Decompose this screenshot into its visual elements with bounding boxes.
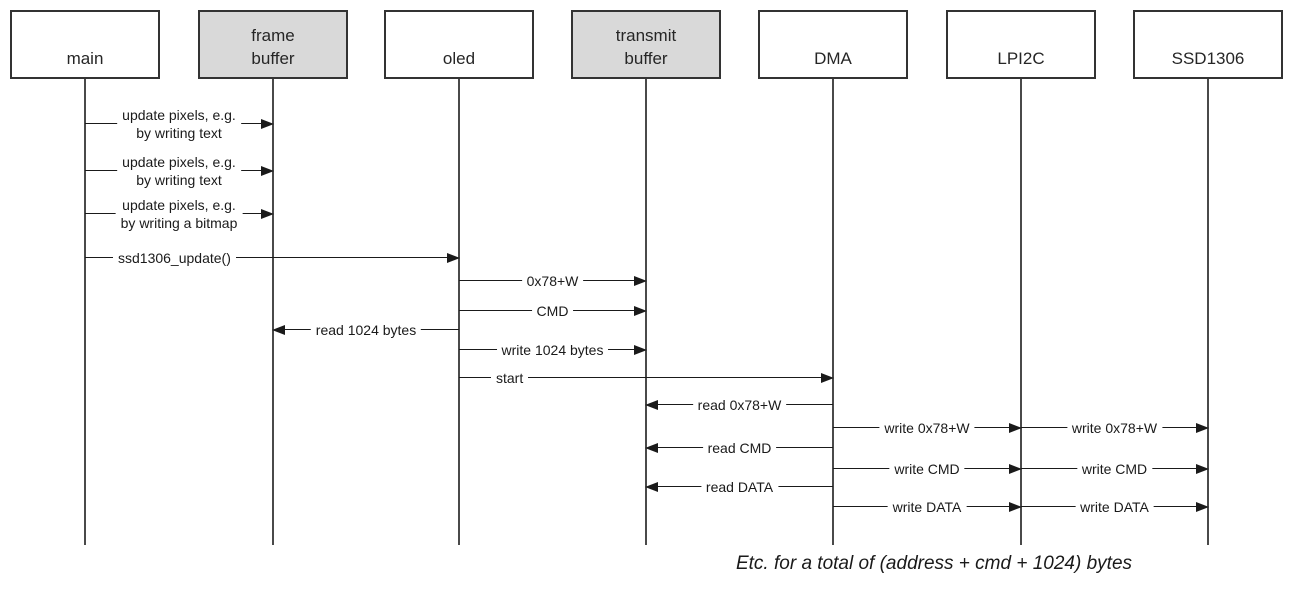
message-label: write DATA <box>1075 498 1154 516</box>
message-label: update pixels, e.g. by writing text <box>117 106 241 142</box>
participant-label: oled <box>442 49 476 68</box>
arrowhead-right-icon <box>1196 422 1209 433</box>
arrowhead-right-icon <box>1009 501 1022 512</box>
participant-box-transmit-buffer: transmit buffer <box>571 10 721 79</box>
participant-label: LPI2C <box>997 49 1045 68</box>
arrowhead-right-icon <box>447 252 460 263</box>
participant-label: buffer <box>251 49 295 68</box>
message-label-line1: ssd1306_update() <box>118 250 231 266</box>
message-label-line1: read 0x78+W <box>697 397 782 413</box>
lifeline-frame-buffer <box>272 79 274 545</box>
message-label: write 0x78+W <box>1066 419 1163 437</box>
message-label: write CMD <box>1076 460 1153 478</box>
message-label-line1: read CMD <box>707 440 772 456</box>
message-label: read CMD <box>702 439 777 457</box>
message-label-line1: write DATA <box>1080 499 1149 515</box>
participant-label: buffer <box>624 49 668 68</box>
message-label-line1: update pixels, e.g. <box>122 107 236 123</box>
lifeline-main <box>84 79 86 545</box>
message-label: write DATA <box>887 498 967 516</box>
arrowhead-right-icon <box>634 344 647 355</box>
message-label-line1: 0x78+W <box>526 273 579 289</box>
message-label-line1: read DATA <box>705 479 774 495</box>
message-label: CMD <box>531 302 574 320</box>
message-label: read 0x78+W <box>692 396 787 414</box>
arrowhead-right-icon <box>261 118 274 129</box>
message-label: write 0x78+W <box>879 419 975 437</box>
arrowhead-left-icon <box>645 481 658 492</box>
message-label: update pixels, e.g. by writing text <box>117 153 241 189</box>
arrowhead-left-icon <box>645 442 658 453</box>
arrowhead-right-icon <box>1196 501 1209 512</box>
participant-box-ssd1306: SSD1306 <box>1133 10 1283 79</box>
lifeline-lpi2c <box>1020 79 1022 545</box>
message-line <box>85 257 454 259</box>
message-label-line1: start <box>496 370 524 386</box>
message-line <box>459 377 828 379</box>
participant-box-frame-buffer: frame buffer <box>198 10 348 79</box>
message-label: write CMD <box>889 460 965 478</box>
arrowhead-right-icon <box>634 305 647 316</box>
message-label: 0x78+W <box>521 272 584 290</box>
participant-label: DMA <box>814 49 852 68</box>
arrowhead-right-icon <box>634 275 647 286</box>
arrowhead-right-icon <box>821 372 834 383</box>
participant-box-lpi2c: LPI2C <box>946 10 1096 79</box>
message-label-line2: by writing a bitmap <box>120 215 238 231</box>
lifeline-dma <box>832 79 834 545</box>
message-label-line1: update pixels, e.g. <box>122 154 236 170</box>
arrowhead-right-icon <box>261 208 274 219</box>
participant-box-main: main <box>10 10 160 79</box>
message-label: start <box>491 369 529 387</box>
participant-label: SSD1306 <box>1171 49 1245 68</box>
message-label-line1: write DATA <box>892 499 962 515</box>
arrowhead-right-icon <box>1009 422 1022 433</box>
participant-label: frame <box>251 26 295 45</box>
message-label-line1: update pixels, e.g. <box>122 197 236 213</box>
participant-box-oled: oled <box>384 10 534 79</box>
arrowhead-right-icon <box>1196 463 1209 474</box>
arrowhead-right-icon <box>261 165 274 176</box>
message-label: update pixels, e.g. by writing a bitmap <box>115 196 243 232</box>
message-label-line1: write 0x78+W <box>884 420 970 436</box>
message-label-line2: by writing text <box>136 125 222 141</box>
message-label-line1: CMD <box>536 303 569 319</box>
message-label-line1: write 0x78+W <box>1071 420 1158 436</box>
participant-box-dma: DMA <box>758 10 908 79</box>
message-label-line1: write CMD <box>1081 461 1148 477</box>
lifeline-oled <box>458 79 460 545</box>
message-label-line1: write CMD <box>894 461 960 477</box>
message-label: read 1024 bytes <box>310 321 422 339</box>
participant-label: transmit <box>615 26 677 45</box>
message-label: read DATA <box>700 478 779 496</box>
message-label-line2: by writing text <box>136 172 222 188</box>
arrowhead-right-icon <box>1009 463 1022 474</box>
note-total-bytes: Etc. for a total of (address + cmd + 102… <box>735 553 1133 574</box>
message-label-line1: write 1024 bytes <box>501 342 604 358</box>
lifeline-ssd1306 <box>1207 79 1209 545</box>
participant-label: main <box>66 49 104 68</box>
message-label-line1: read 1024 bytes <box>315 322 417 338</box>
message-label: ssd1306_update() <box>113 249 236 267</box>
message-label: write 1024 bytes <box>496 341 609 359</box>
arrowhead-left-icon <box>645 399 658 410</box>
arrowhead-left-icon <box>272 324 285 335</box>
